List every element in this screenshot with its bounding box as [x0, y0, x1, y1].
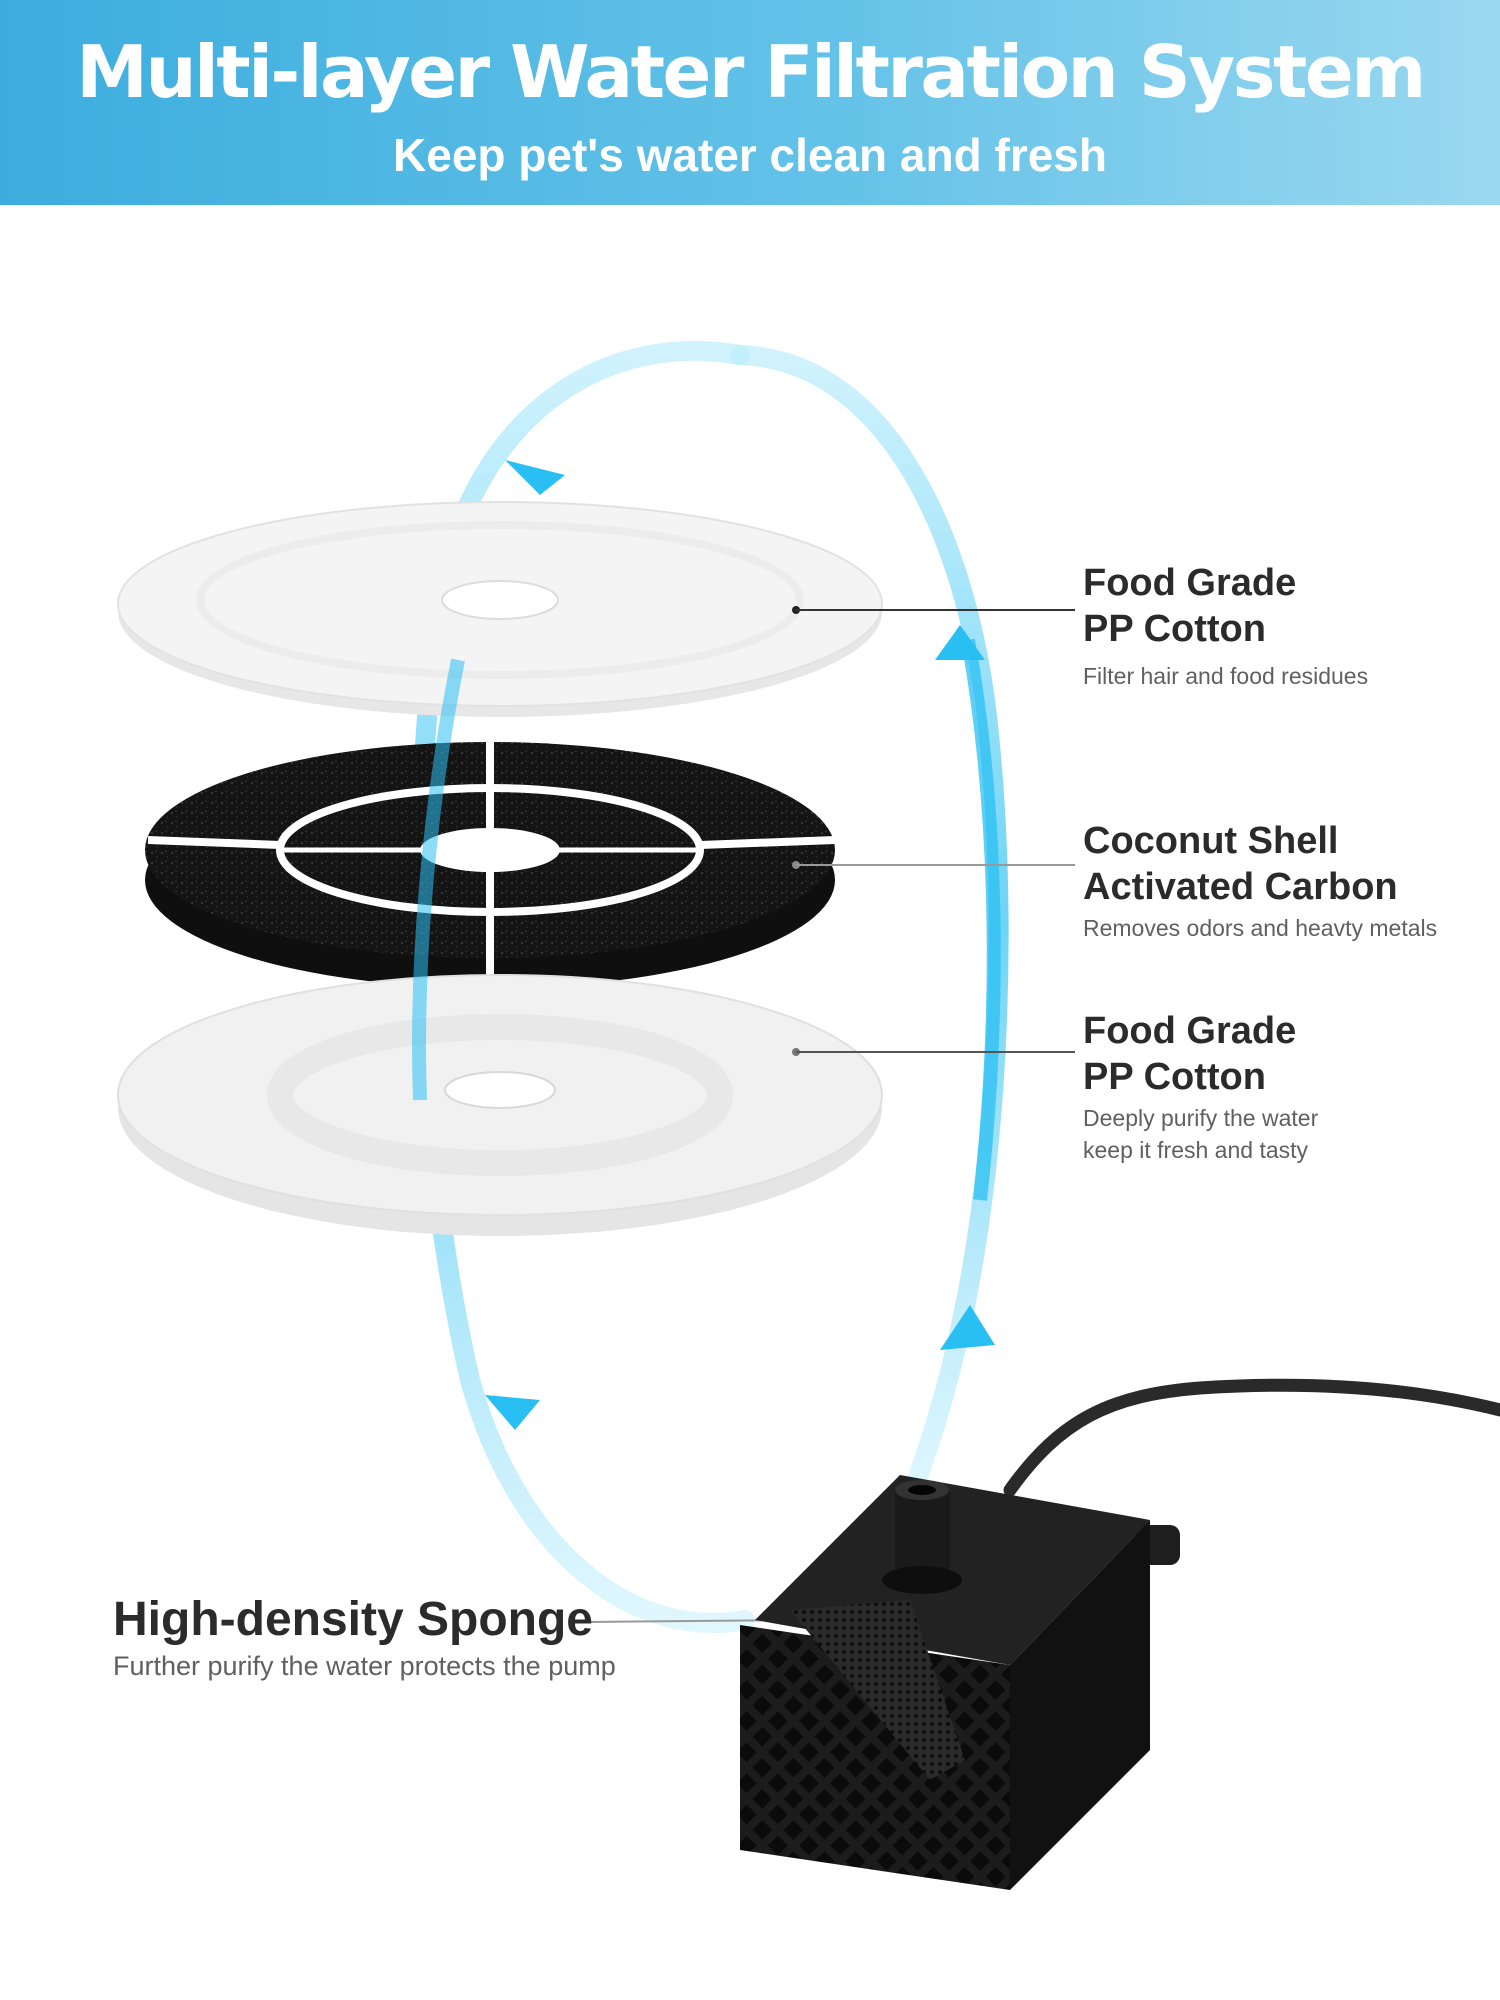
layer-bottom-desc: Deeply purify the water keep it fresh an…	[1083, 1102, 1318, 1166]
water-pump	[740, 1378, 1500, 1890]
layer-middle-desc: Removes odors and heavty metals	[1083, 912, 1437, 944]
layer-bottom-desc-line-2: keep it fresh and tasty	[1083, 1137, 1309, 1163]
layer-middle-title-line2: Activated Carbon	[1083, 866, 1398, 908]
layer-top-desc-line: Filter hair and food residues	[1083, 663, 1369, 689]
flow-arrow-bottom-right	[940, 1305, 995, 1350]
sponge-label: High-density Sponge Further purify the w…	[113, 1592, 616, 1682]
layer-bottom-desc-line-1: Deeply purify the water	[1083, 1105, 1319, 1131]
layer-bottom-title-line2: PP Cotton	[1083, 1056, 1266, 1098]
sponge-desc: Further purify the water protects the pu…	[113, 1651, 616, 1681]
flow-arrow-top-right	[935, 625, 985, 660]
page-title: Multi-layer Water Filtration System	[76, 30, 1426, 114]
layer-top-title-line1: Food Grade	[1083, 562, 1297, 604]
flow-arrow-bottom-left	[485, 1395, 540, 1430]
layer-middle-desc-line: Removes odors and heavty metals	[1083, 915, 1438, 941]
header-banner: Multi-layer Water Filtration System Keep…	[0, 0, 1500, 205]
layer-label-top: Food Grade PP Cotton Filter hair and foo…	[1083, 560, 1368, 692]
layer-top-desc: Filter hair and food residues	[1083, 660, 1368, 692]
layer-label-middle: Coconut Shell Activated Carbon Removes o…	[1083, 818, 1437, 944]
sponge-title: High-density Sponge	[113, 1593, 593, 1646]
flow-arrow-top-left	[505, 460, 565, 495]
layer-label-bottom: Food Grade PP Cotton Deeply purify the w…	[1083, 1008, 1318, 1166]
top-pp-cotton-filter	[117, 501, 883, 717]
layer-middle-title-line1: Coconut Shell	[1083, 820, 1339, 862]
layer-bottom-title-line1: Food Grade	[1083, 1010, 1297, 1052]
water-flow-front	[412, 638, 1001, 1201]
layer-top-title-line2: PP Cotton	[1083, 608, 1266, 650]
bottom-pp-cotton-filter	[117, 974, 883, 1236]
activated-carbon-filter	[145, 740, 836, 990]
page-subtitle: Keep pet's water clean and fresh	[393, 129, 1107, 181]
